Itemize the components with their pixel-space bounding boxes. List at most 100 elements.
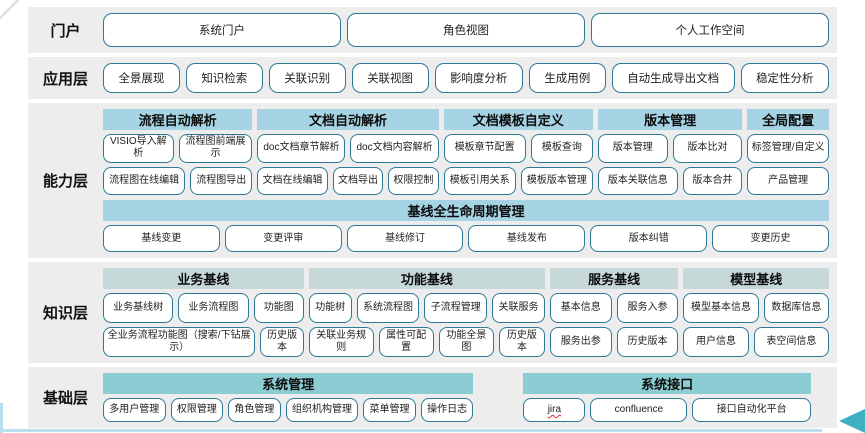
button-row: 版本关联信息版本合并: [597, 166, 743, 195]
diagram-box[interactable]: 权限控制: [388, 166, 439, 195]
diagram-box[interactable]: 服务出参: [549, 327, 612, 357]
diagram-box[interactable]: confluence: [590, 398, 688, 422]
layer-label: 门户: [50, 22, 81, 40]
diagram-box[interactable]: 版本比对: [672, 134, 743, 163]
diagram-box[interactable]: 模板版本管理: [520, 166, 593, 195]
diagram-box[interactable]: 全景展现: [103, 63, 180, 93]
diagram-box[interactable]: 模型基本信息: [683, 293, 759, 323]
diagram-box[interactable]: doc文档章节解析: [257, 134, 346, 163]
diagram-box[interactable]: 业务基线树: [103, 293, 174, 323]
diagram-box[interactable]: 权限管理: [170, 398, 224, 422]
baseline-section: 基线全生命周期管理基线变更变更评审基线修订基线发布版本纠错变更历史: [103, 200, 829, 252]
group: 文档模板自定义模板章节配置模板查询模板引用关系模板版本管理: [443, 109, 593, 195]
group: 服务基线基本信息服务入参服务出参历史版本: [549, 268, 679, 357]
diagram-box[interactable]: 角色视图: [347, 13, 585, 47]
group: 全局配置标签管理/自定义产品管理: [747, 109, 829, 195]
diagram-box[interactable]: 版本关联信息: [597, 166, 678, 195]
button-row: VISIO导入解析流程图前端展示: [103, 134, 253, 163]
diagram-box[interactable]: 基线修订: [346, 225, 464, 252]
diagram-box[interactable]: doc文档内容解析: [350, 134, 439, 163]
group: 版本管理版本管理版本比对版本关联信息版本合并: [597, 109, 743, 195]
diagram-box[interactable]: 历史版本: [260, 327, 304, 357]
diagram-box[interactable]: 生成用例: [528, 63, 606, 93]
group-header: 模型基线: [683, 268, 829, 289]
diagram-box[interactable]: 关联业务规则: [308, 327, 374, 357]
diagram-box[interactable]: 版本管理: [597, 134, 668, 163]
diagram-box[interactable]: 角色管理: [228, 398, 281, 422]
diagram-box[interactable]: 基本信息: [549, 293, 612, 323]
diagram-box[interactable]: 多用户管理: [103, 398, 166, 422]
diagram-box[interactable]: 文档导出: [332, 166, 384, 195]
diagram-box[interactable]: 服务入参: [616, 293, 679, 323]
diagram-box[interactable]: 操作日志: [420, 398, 474, 422]
diagram-box[interactable]: 系统流程图: [356, 293, 420, 323]
layer-content: 业务基线业务基线树业务流程图功能图全业务流程功能图（搜索/下钻展示）历史版本功能…: [103, 268, 830, 357]
diagram-box[interactable]: 表空间信息: [753, 327, 830, 357]
diagram-box[interactable]: 稳定性分析: [740, 63, 829, 93]
group-header: 全局配置: [747, 109, 829, 130]
diagram-box[interactable]: 菜单管理: [363, 398, 416, 422]
button-row: 产品管理: [747, 166, 829, 195]
diagram-box[interactable]: 全业务流程功能图（搜索/下钻展示）: [103, 327, 256, 357]
diagram-box[interactable]: 属性可配置: [378, 327, 434, 357]
diagram-box[interactable]: 数据库信息: [763, 293, 830, 323]
diagram-box[interactable]: 文档在线编辑: [257, 166, 328, 195]
diagram-box[interactable]: 历史版本: [499, 327, 545, 357]
diagram-box[interactable]: 功能图: [253, 293, 304, 323]
diagram-box[interactable]: 模板引用关系: [443, 166, 516, 195]
diagram-box[interactable]: 变更历史: [712, 225, 829, 252]
diagram-box[interactable]: 流程图在线编辑: [103, 166, 186, 195]
diagram-box[interactable]: 系统门户: [103, 13, 341, 47]
diagram-box[interactable]: 关联服务: [492, 293, 545, 323]
diagram-box[interactable]: 模板查询: [530, 134, 593, 163]
diagram-box[interactable]: 流程图导出: [190, 166, 253, 195]
diagram-box[interactable]: 产品管理: [747, 166, 829, 195]
diagram-box[interactable]: 标签管理/自定义: [747, 134, 829, 163]
diagram-box[interactable]: 关联视图: [351, 63, 429, 93]
diagram-box[interactable]: VISIO导入解析: [103, 134, 174, 163]
diagram-box[interactable]: 变更评审: [224, 225, 342, 252]
diagram-box[interactable]: 模板章节配置: [443, 134, 526, 163]
button-row: 文档在线编辑文档导出权限控制: [257, 166, 439, 195]
diagram-box[interactable]: 影响度分析: [434, 63, 523, 93]
diagram-box[interactable]: 业务流程图: [178, 293, 249, 323]
diagram-box[interactable]: 组织机构管理: [285, 398, 359, 422]
group-header: 版本管理: [597, 109, 743, 130]
button-row: 模板引用关系模板版本管理: [443, 166, 593, 195]
bottom-right-arrow-icon: [839, 409, 865, 433]
diagram-box[interactable]: 用户信息: [683, 327, 749, 357]
layer-label: 知识层: [42, 305, 88, 322]
diagram-box[interactable]: 历史版本: [616, 327, 679, 357]
diagram-box[interactable]: 子流程管理: [424, 293, 488, 323]
diagram-box[interactable]: 流程图前端展示: [178, 134, 253, 163]
diagram-box[interactable]: 功能树: [308, 293, 352, 323]
diagram-box[interactable]: 基线发布: [468, 225, 586, 252]
group-header: 流程自动解析: [103, 109, 253, 130]
diagram-box[interactable]: 功能全景图: [438, 327, 495, 357]
group-header: 功能基线: [308, 268, 545, 289]
diagram-box[interactable]: 接口自动化平台: [692, 398, 812, 422]
button-row: 业务基线树业务流程图功能图: [103, 293, 304, 323]
diagram-box[interactable]: 关联识别: [268, 63, 346, 93]
group-header: 服务基线: [549, 268, 679, 289]
layer-band-knowledge: 知识层业务基线业务基线树业务流程图功能图全业务流程功能图（搜索/下钻展示）历史版…: [28, 262, 837, 363]
diagram-box[interactable]: 自动生成导出文档: [611, 63, 735, 93]
diagram-box[interactable]: 知识检索: [185, 63, 263, 93]
diagram-box[interactable]: 版本合并: [682, 166, 743, 195]
diagram-box[interactable]: jira: [523, 398, 586, 422]
layer-stack: 门户系统门户角色视图个人工作空间应用层全景展现知识检索关联识别关联视图影响度分析…: [0, 7, 865, 432]
diagram-box[interactable]: 版本纠错: [590, 225, 708, 252]
diagram-box[interactable]: 基线变更: [103, 225, 220, 252]
diagram-box[interactable]: 个人工作空间: [591, 13, 829, 47]
button-row: 全业务流程功能图（搜索/下钻展示）历史版本: [103, 327, 304, 357]
